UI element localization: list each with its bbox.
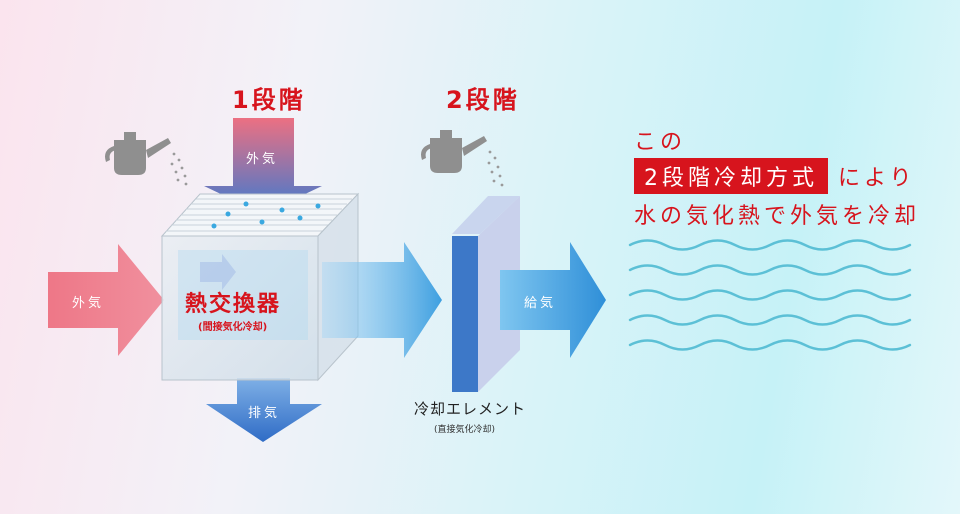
water-spray-icon <box>487 150 504 187</box>
water-spray-icon <box>170 152 188 186</box>
cooling-element-subtitle: (直接気化冷却) <box>434 425 496 435</box>
stage2-label: 2段階 <box>446 86 520 114</box>
cooling-element-title: 冷却エレメント <box>414 400 527 418</box>
tagline-line2: 2段階冷却方式により <box>634 158 916 194</box>
tagline-line2-suffix: により <box>838 166 916 191</box>
heat-exchanger-subtitle: (間接気化冷却) <box>198 322 268 333</box>
watering-can-icon <box>105 132 171 175</box>
water-droplets <box>211 201 321 229</box>
exhaust-label: 排気 <box>248 406 281 421</box>
exhaust-arrow <box>206 378 322 442</box>
outside-air-top-label: 外気 <box>246 152 279 167</box>
tagline-line1: この <box>634 130 687 155</box>
watering-can-icon <box>421 130 487 173</box>
wave-lines <box>628 239 912 351</box>
tagline-line3: 水の気化熱で外気を冷却 <box>634 204 921 229</box>
outside-air-left-arrow <box>48 244 164 356</box>
supply-arrow <box>500 242 606 358</box>
cooling-element-panel <box>452 196 520 392</box>
supply-label: 給気 <box>524 296 557 311</box>
outside-air-top-arrow <box>204 118 322 214</box>
tagline-highlight: 2段階冷却方式 <box>634 158 828 194</box>
stage1-label: 1段階 <box>232 86 306 114</box>
outside-air-left-label: 外気 <box>72 296 105 311</box>
mid-flow-arrow <box>322 242 442 358</box>
heat-exchanger-title: 熱交換器 <box>185 292 282 317</box>
